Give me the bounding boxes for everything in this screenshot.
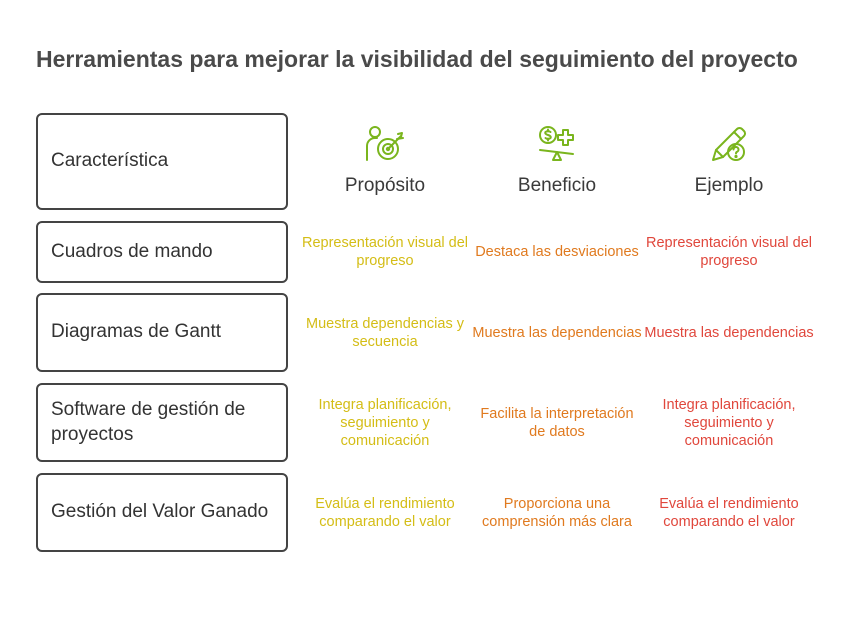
row-label: Software de gestión de proyectos <box>51 399 246 445</box>
row-label: Diagramas de Gantt <box>51 321 222 343</box>
row-label: Cuadros de mando <box>51 240 213 262</box>
row-label-box: Gestión del Valor Ganado <box>36 473 288 552</box>
column-header-proposito: Propósito <box>344 175 426 196</box>
ejemplo-cell: Integra planificación, seguimiento y com… <box>662 396 796 449</box>
column-header-ejemplo: Ejemplo <box>694 175 764 196</box>
beneficio-cell: Facilita la interpretación de datos <box>480 405 634 440</box>
ejemplo-cell: Representación visual del progreso <box>645 235 813 269</box>
column-header-beneficio: Beneficio <box>517 175 597 196</box>
header-label: Característica <box>51 150 169 172</box>
money-scale-icon <box>539 126 574 161</box>
page-title: Herramientas para mejorar la visibilidad… <box>36 46 798 72</box>
ejemplo-cell: Evalúa el rendimiento comparando el valo… <box>659 495 799 530</box>
proposito-cell: Integra planificación, seguimiento y com… <box>318 396 452 449</box>
beneficio-cell: Muestra las dependencias <box>472 324 642 341</box>
row-label-box: Diagramas de Gantt <box>36 293 288 372</box>
proposito-cell: Evalúa el rendimiento comparando el valo… <box>315 495 455 530</box>
header-label-box: Característica <box>36 113 288 210</box>
row-label-box: Software de gestión de proyectos <box>36 383 288 462</box>
person-target-icon <box>366 126 404 161</box>
row-label-box: Cuadros de mando <box>36 221 288 283</box>
beneficio-cell: Destaca las desviaciones <box>475 244 639 260</box>
ejemplo-cell: Muestra las dependencias <box>644 324 814 341</box>
pencil-question-icon <box>712 126 747 161</box>
beneficio-cell: Proporciona una comprensión más clara <box>482 495 632 530</box>
row-label: Gestión del Valor Ganado <box>51 501 269 523</box>
proposito-cell: Representación visual del progreso <box>301 235 469 269</box>
proposito-cell: Muestra dependencias y secuencia <box>306 315 464 350</box>
